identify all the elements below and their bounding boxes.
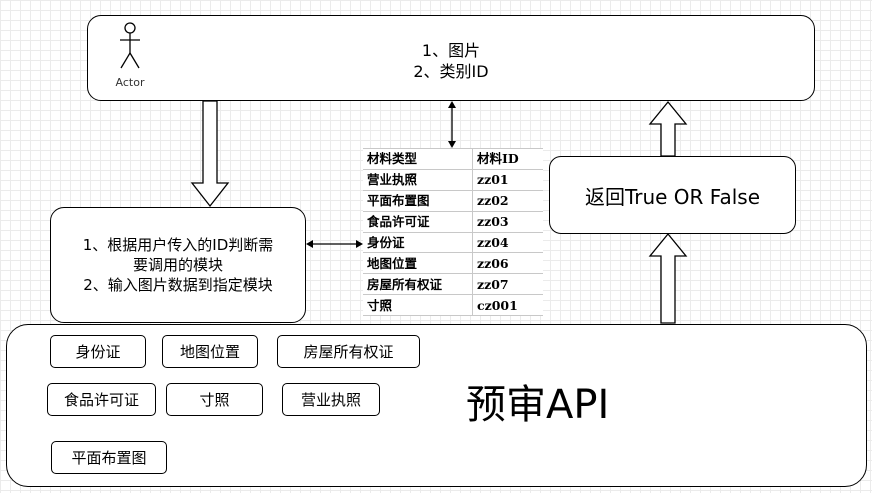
module-map-location: 地图位置 [162,335,258,368]
module-id-card: 身份证 [50,335,146,368]
router-line-1: 1、根据用户传入的ID判断需 [82,236,274,254]
table-header-id: 材料ID [472,148,543,170]
input-line-image: 1、图片 [421,41,481,60]
material-id: zz04 [472,232,543,254]
material-id: zz07 [472,273,543,296]
input-line-category-id: 2、类别ID [413,62,489,81]
material-id: zz02 [472,190,543,212]
up-arrow-api-to-result [648,232,688,324]
module-id-photo: 寸照 [166,383,263,416]
input-box: 1、图片 2、类别ID [87,15,815,101]
router-line-3: 2、输入图片数据到指定模块 [83,276,273,294]
material-type: 寸照 [363,294,473,317]
router-line-2: 要调用的模块 [132,256,223,274]
table-header-row: 材料类型 材料ID [363,148,543,170]
material-type: 食品许可证 [363,211,473,233]
api-title: 预审API [466,382,610,428]
material-type: 房屋所有权证 [363,273,473,296]
module-food-license: 食品许可证 [47,383,156,416]
material-id: zz03 [472,211,543,233]
module-property-certificate: 房屋所有权证 [277,335,420,368]
material-type: 地图位置 [363,252,473,275]
down-arrow-input [190,100,230,208]
module-business-license: 营业执照 [282,383,380,416]
material-id: zz01 [472,169,543,191]
material-type: 营业执照 [363,169,473,191]
router-box: 1、根据用户传入的ID判断需 要调用的模块 2、输入图片数据到指定模块 [50,207,306,323]
actor-icon [120,22,140,69]
result-text: 返回True OR False [584,184,761,209]
module-floor-plan: 平面布置图 [51,441,167,474]
table-header-type: 材料类型 [363,148,473,170]
material-id: zz06 [472,252,543,275]
material-id: cz001 [472,294,543,317]
up-arrow-result-to-top [648,100,688,157]
actor-label: Actor [115,76,145,89]
material-type: 身份证 [363,232,473,254]
material-type: 平面布置图 [363,190,473,212]
result-box: 返回True OR False [549,156,796,234]
